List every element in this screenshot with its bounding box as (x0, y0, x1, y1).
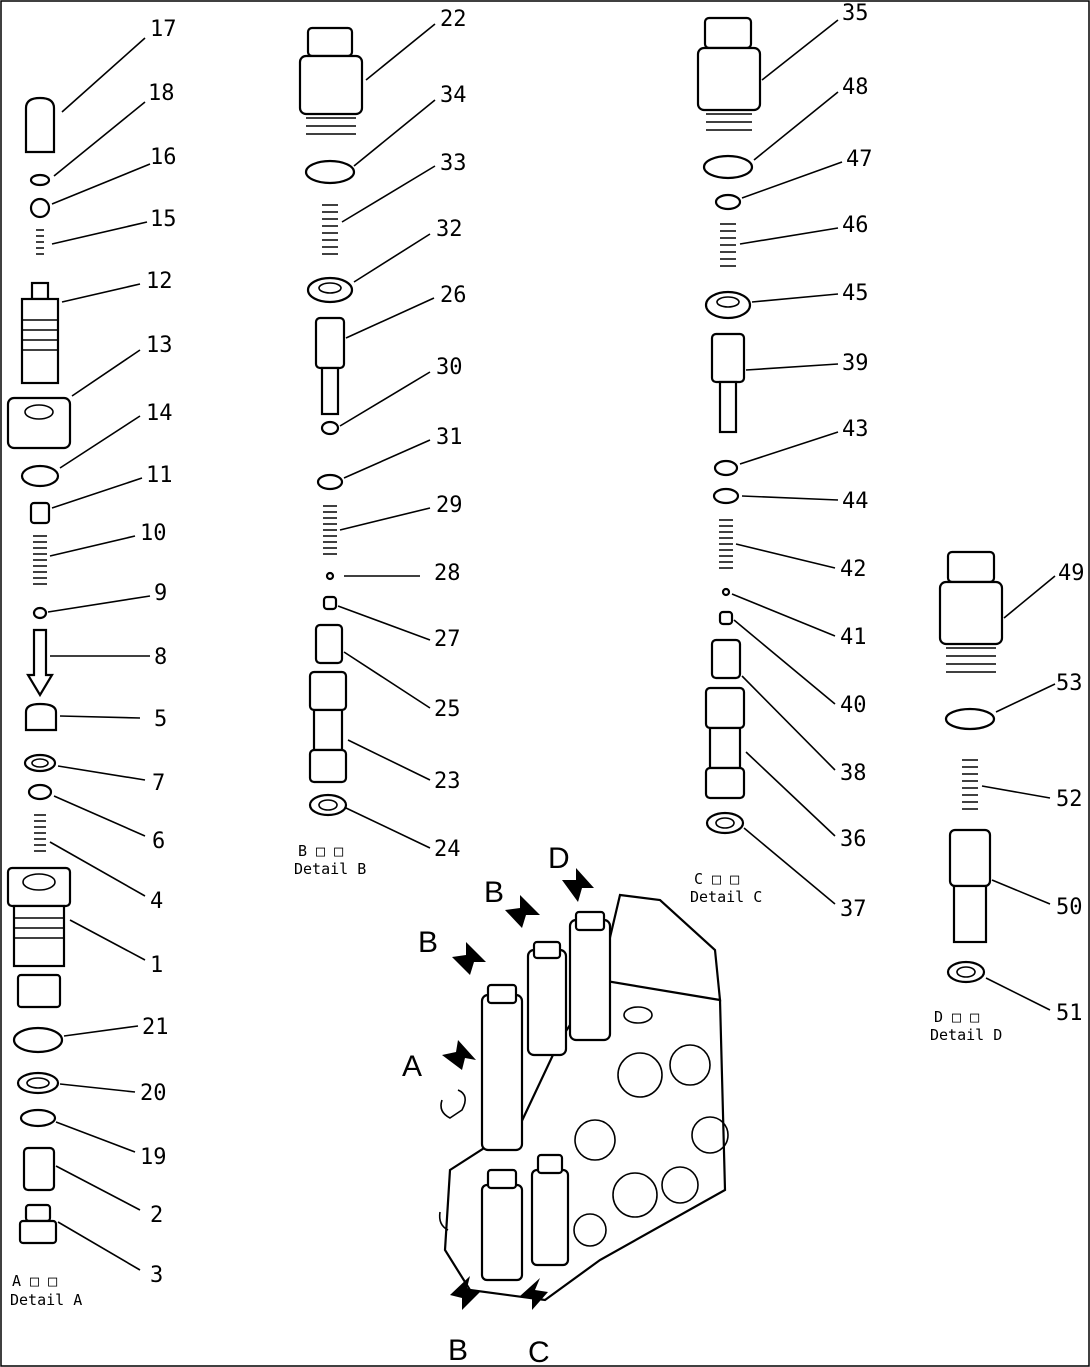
part-label: 7 (152, 771, 165, 796)
assembly-arrows (442, 868, 594, 1310)
arrow-b-bottom (450, 1276, 480, 1310)
part-label: 49 (1058, 561, 1085, 586)
arrow-a (442, 1040, 476, 1070)
part-label: 30 (436, 355, 463, 380)
part-label: 28 (434, 561, 461, 586)
part-label: 42 (840, 557, 867, 582)
part-label: 6 (152, 829, 165, 854)
part-label: 36 (840, 827, 867, 852)
arrow-c (520, 1278, 548, 1310)
part-label: 9 (154, 581, 167, 606)
labels-detail-c: 35 48 47 46 45 39 43 44 42 41 40 38 36 3… (840, 1, 873, 922)
arrow-b-left (452, 942, 486, 975)
part-label: 48 (842, 75, 869, 100)
part-label: 44 (842, 489, 869, 514)
letter-b-top: B (484, 876, 504, 909)
part-label: 38 (840, 761, 867, 786)
part-label: 10 (140, 521, 167, 546)
labels-detail-d: 49 53 52 50 51 (1056, 561, 1085, 1026)
valve-assembly (438, 893, 729, 1302)
detail-captions: A □ □ Detail A B □ □ Detail B C □ □ Deta… (10, 842, 1002, 1309)
part-label: 22 (440, 7, 467, 32)
detail-b-caption-line2: Detail B (294, 860, 366, 878)
part-label: 2 (150, 1203, 163, 1228)
part-label: 3 (150, 1263, 163, 1288)
detail-a-parts (6, 96, 72, 1245)
part-label: 15 (150, 207, 177, 232)
part-label: 14 (146, 401, 173, 426)
part-label: 47 (846, 147, 873, 172)
part-label: 13 (146, 333, 173, 358)
part-label: 29 (436, 493, 463, 518)
detail-b-caption-line1: B □ □ (298, 842, 343, 860)
part-label: 27 (434, 627, 461, 652)
part-label: 17 (150, 17, 177, 42)
labels-detail-a: 17 18 16 15 12 13 14 11 10 9 8 5 7 6 4 1… (140, 17, 177, 1288)
part-label: 18 (148, 81, 175, 106)
part-label: 51 (1056, 1001, 1083, 1026)
part-label: 37 (840, 897, 867, 922)
part-label: 53 (1056, 671, 1083, 696)
part-label: 35 (842, 1, 869, 26)
arrow-b-top (505, 895, 540, 928)
leader-lines (47, 19, 1056, 1271)
part-label: 16 (150, 145, 177, 170)
part-label: 52 (1056, 787, 1083, 812)
detail-a-caption-line2: Detail A (10, 1291, 82, 1309)
part-label: 34 (440, 83, 467, 108)
detail-d-caption-line2: Detail D (930, 1026, 1002, 1044)
part-label: 45 (842, 281, 869, 306)
part-label: 41 (840, 625, 867, 650)
part-label: 23 (434, 769, 461, 794)
labels-detail-b: 22 34 33 32 26 30 31 29 28 27 25 23 24 (434, 7, 467, 862)
arrow-d (562, 868, 594, 902)
part-label: 5 (154, 707, 167, 732)
part-label: 46 (842, 213, 869, 238)
detail-b-parts (298, 26, 364, 817)
part-label: 50 (1056, 895, 1083, 920)
part-label: 12 (146, 269, 173, 294)
part-label: 43 (842, 417, 869, 442)
letter-b-bottom: B (448, 1334, 468, 1367)
part-label: 24 (434, 837, 461, 862)
part-label: 32 (436, 217, 463, 242)
part-label: 26 (440, 283, 467, 308)
letter-b-left: B (418, 926, 438, 959)
part-label: 19 (140, 1145, 167, 1170)
part-label: 33 (440, 151, 467, 176)
assembly-letters: B D B A B C (402, 842, 570, 1367)
letter-d: D (548, 842, 570, 875)
part-label: 4 (150, 889, 163, 914)
part-label: 21 (142, 1015, 169, 1040)
detail-c-caption-line2: Detail C (690, 888, 762, 906)
part-label: 1 (150, 953, 163, 978)
detail-d-caption-line1: D □ □ (934, 1008, 979, 1026)
part-label: 31 (436, 425, 463, 450)
detail-a-caption-line1: A □ □ (12, 1272, 57, 1290)
part-label: 40 (840, 693, 867, 718)
part-label: 20 (140, 1081, 167, 1106)
part-label: 39 (842, 351, 869, 376)
letter-a: A (402, 1050, 422, 1083)
part-label: 25 (434, 697, 461, 722)
part-label: 11 (146, 463, 173, 488)
detail-c-caption-line1: C □ □ (694, 870, 739, 888)
part-label: 8 (154, 645, 167, 670)
detail-c-parts (696, 16, 762, 835)
detail-d-parts (938, 550, 1004, 984)
letter-c: C (528, 1336, 550, 1367)
